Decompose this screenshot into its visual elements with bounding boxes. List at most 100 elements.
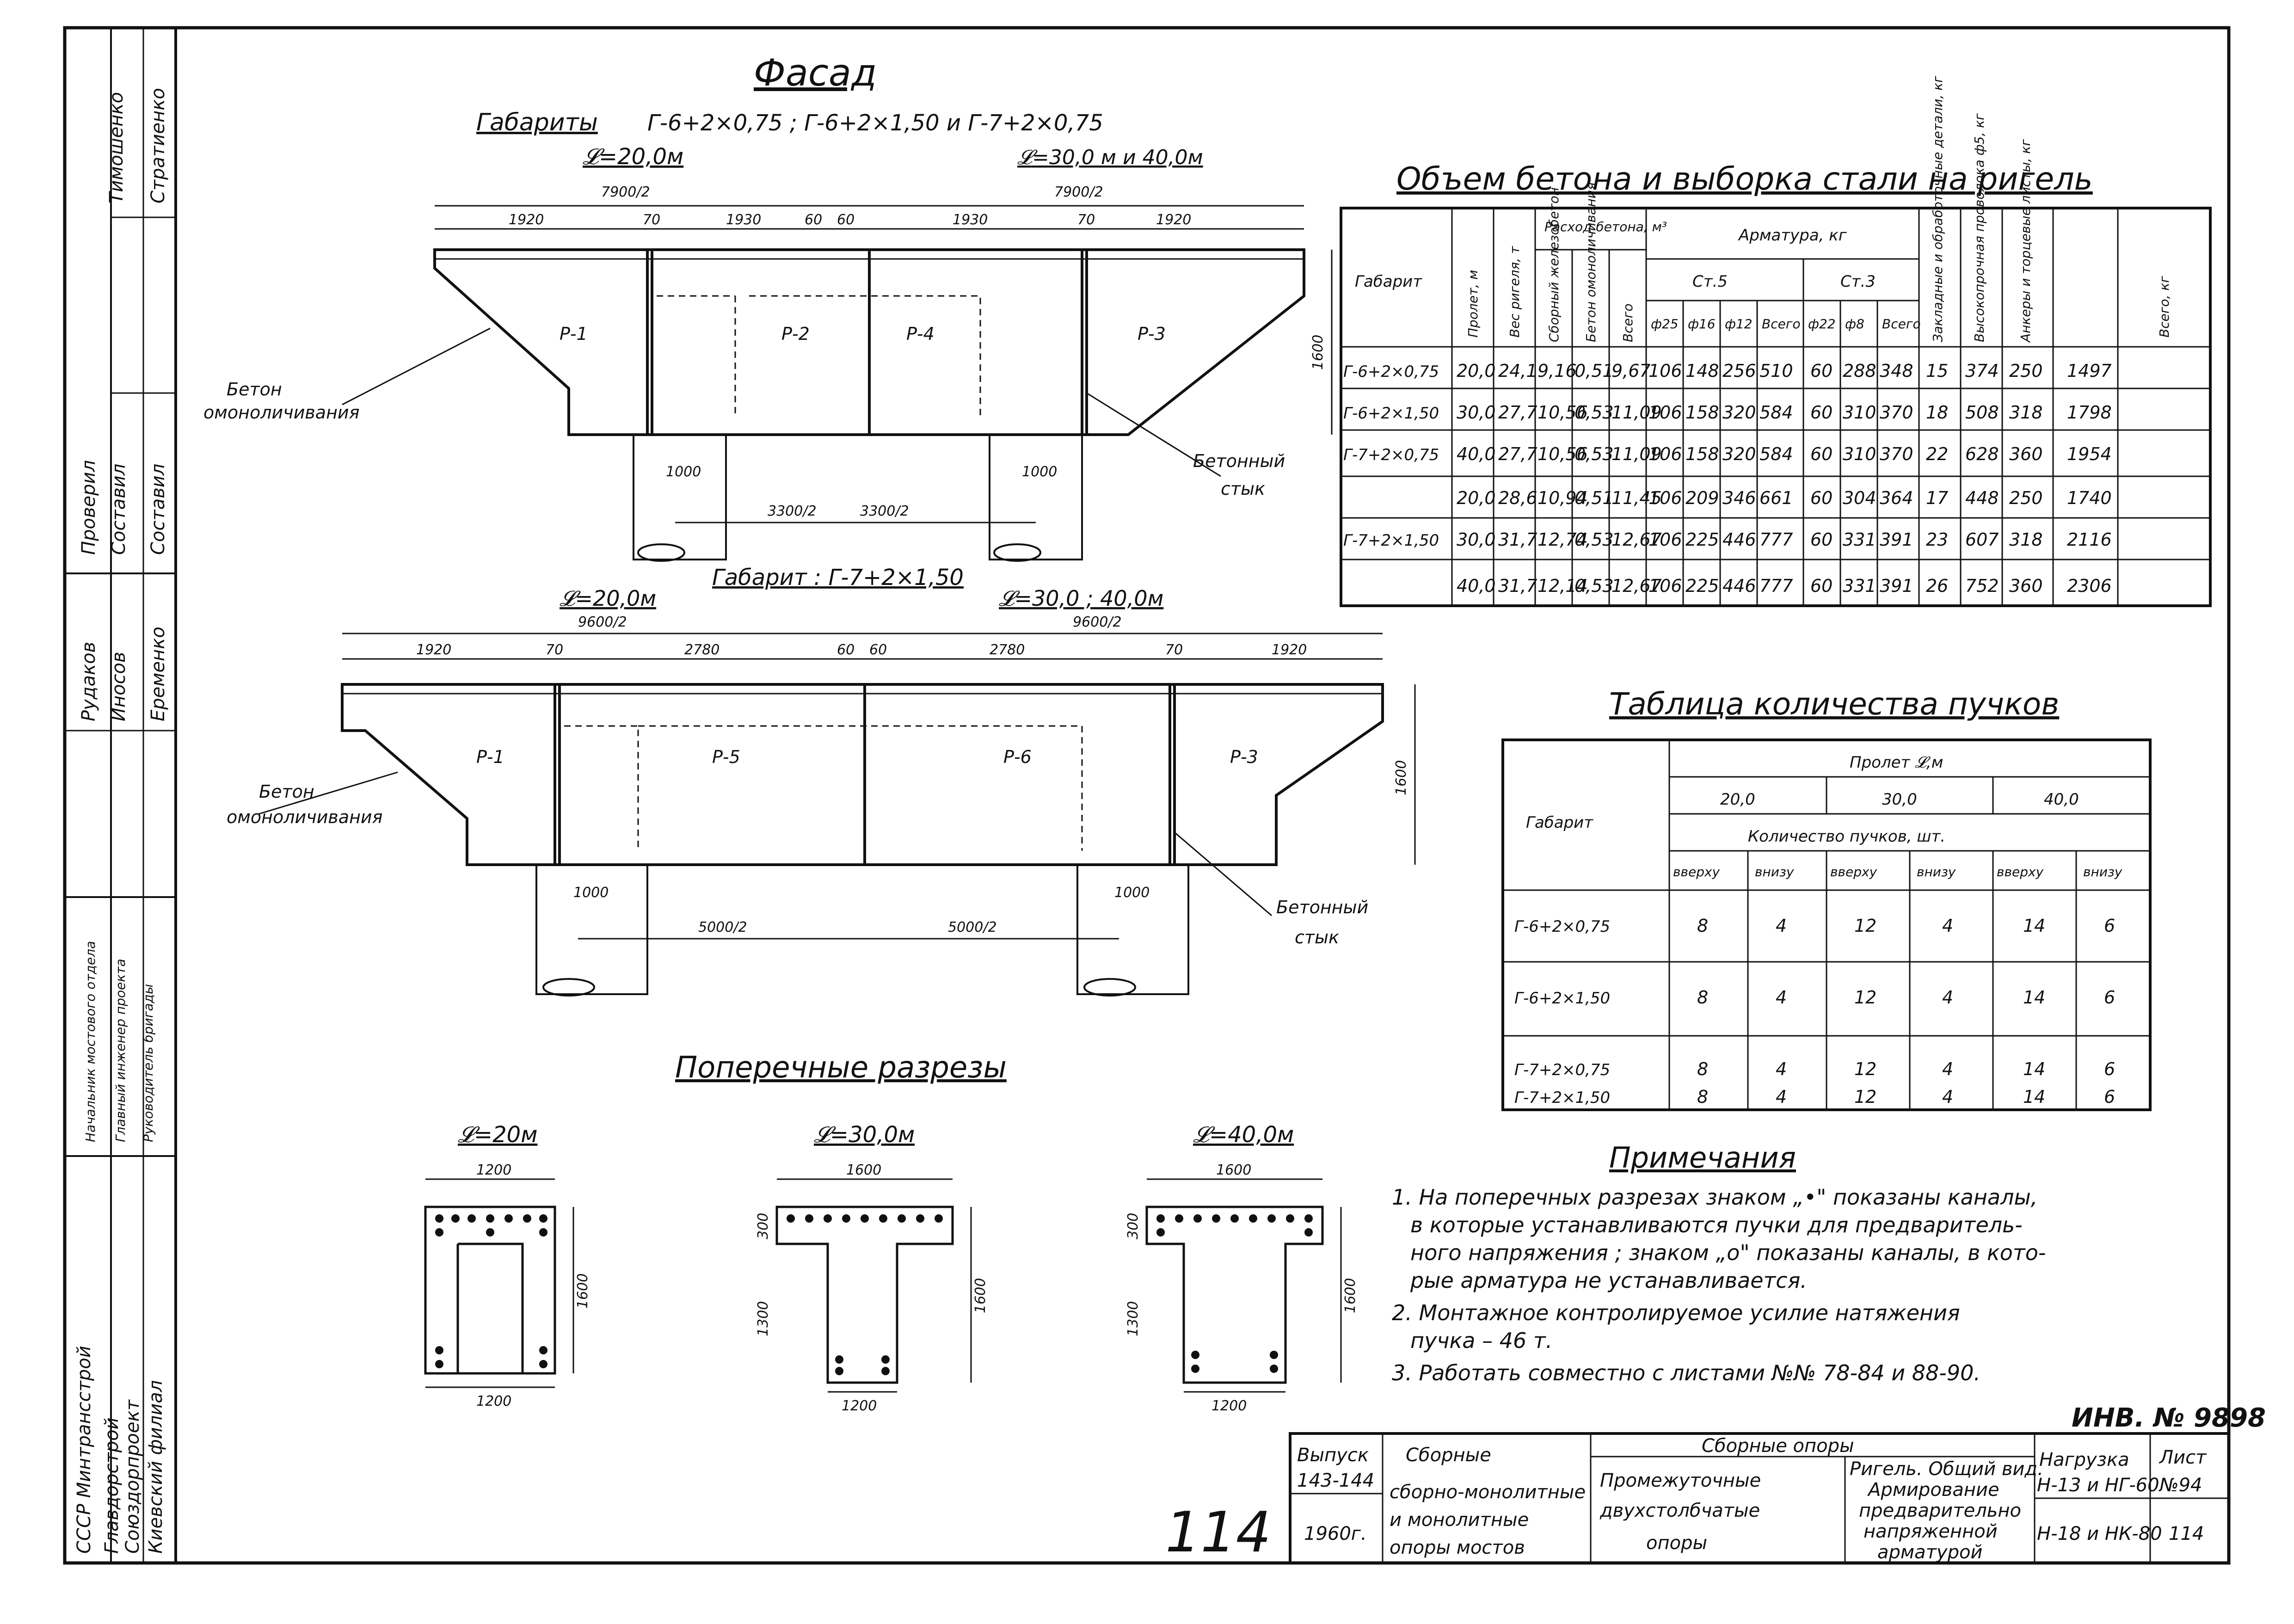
dim-row-5: 60 — [837, 212, 855, 228]
volume-table-cell: 1497 — [2067, 361, 2112, 381]
bundle-table-cell: 4 — [1776, 1059, 1787, 1079]
section-40: 𝓛=40,0м 1600 1600 1300 300 1200 — [1125, 1122, 1359, 1414]
volume-table-cell: 27,7 — [1498, 402, 1538, 423]
bundle-table-cell: 6 — [2104, 916, 2115, 936]
volume-table-cell: 250 — [2009, 488, 2043, 508]
volume-table-cell: 391 — [1880, 576, 1913, 596]
section-30: 𝓛=30,0м 1600 1600 1300 300 1200 — [755, 1122, 989, 1414]
bt-sub-2: внизу — [1755, 864, 1794, 880]
dim-row-6: 1930 — [953, 212, 988, 228]
vt-col-ves: Вес ригеля, т — [1507, 246, 1522, 338]
side-org-4: Киевский филиал — [145, 1380, 166, 1554]
sections-title: Поперечные разрезы — [675, 1051, 1007, 1085]
stamp-col4-2: Армирование — [1867, 1479, 1999, 1501]
volume-table-cell: 11,09 — [1611, 402, 1662, 423]
bundle-table-cell: 4 — [1776, 987, 1787, 1008]
volume-table-cell: 0,53 — [1574, 402, 1614, 423]
volume-table-cell: 225 — [1685, 576, 1719, 596]
volume-table-cell: 9,67 — [1611, 361, 1651, 381]
volume-table-cell: 348 — [1880, 361, 1913, 381]
section-channel-dots — [435, 1214, 1313, 1375]
bundle-table-cell: 4 — [1942, 916, 1953, 936]
volume-table-cell: 106 — [1648, 361, 1682, 381]
dim2-row-8: 1920 — [1272, 642, 1307, 658]
volume-table-cell: 15 — [1926, 361, 1948, 381]
volume-table-cell: 20,0 — [1457, 361, 1496, 381]
section-30-width-bottom: 1200 — [842, 1398, 877, 1414]
volume-table-cell: 584 — [1759, 402, 1793, 423]
volume-table-cell: 448 — [1965, 488, 1999, 508]
panel2-r1: Р-1 — [476, 747, 504, 767]
side-name-2: Стратиенко — [148, 88, 169, 203]
dim2-row-7: 70 — [1165, 642, 1183, 658]
vt-col-st3: Ст.3 — [1840, 272, 1876, 291]
stamp-vypusk: 143-144 — [1297, 1470, 1374, 1491]
stamp-nagruzka-label: Нагрузка — [2039, 1449, 2129, 1470]
volume-table-cell: 0,53 — [1574, 529, 1614, 550]
volume-table-cell: 60 — [1810, 529, 1833, 550]
vt-sub-4: Всего — [1762, 316, 1801, 332]
volume-table-cell: 446 — [1722, 529, 1756, 550]
volume-table-cell: 256 — [1722, 361, 1756, 381]
dim2-row-6: 2780 — [990, 642, 1025, 658]
span2-label-20: 𝓛=20,0м — [560, 586, 656, 611]
vt-col-gabarit: Габарит — [1355, 272, 1422, 291]
bundle-table-cell: 12 — [1854, 1087, 1876, 1107]
vt-col-extra-1: Закладные и обработочные детали, кг — [1930, 76, 1945, 342]
dim-row-3: 1930 — [726, 212, 761, 228]
beam-1-height-dim: 1600 — [1310, 335, 1326, 370]
bundle-table-cell: 14 — [2023, 987, 2045, 1008]
vt-col-extra-2: Высокопрочная проволока ф5, кг — [1972, 113, 1987, 342]
volume-table-cell: 628 — [1965, 444, 1999, 464]
dim-row-2: 70 — [643, 212, 660, 228]
bundle-table-cell: 4 — [1942, 987, 1953, 1008]
volume-table-cell: 1954 — [2067, 444, 2112, 464]
volume-table-cell: 106 — [1648, 402, 1682, 423]
vt-sub-1: ф25 — [1651, 316, 1679, 332]
base-2-left-dim: 5000/2 — [698, 919, 747, 935]
sheet-frame — [63, 26, 2231, 1565]
volume-table-cell: 10,56 — [1538, 444, 1588, 464]
side-role-1: Начальник мостового отдела — [83, 941, 98, 1142]
stamp-nagruzka-2: Н-18 и НК-80 — [2037, 1523, 2162, 1544]
section-40-label: 𝓛=40,0м — [1193, 1122, 1294, 1148]
volume-table-cell: 370 — [1880, 402, 1913, 423]
facade-2: Габарит : Г-7+2×1,50 𝓛=20,0м 𝓛=30,0 ; 40… — [227, 565, 1416, 997]
bundle-table-cell: 12 — [1854, 987, 1876, 1008]
bt-sub-5: вверху — [1997, 864, 2044, 880]
base-1-right-dim: 3300/2 — [860, 503, 909, 519]
volume-table-cell: 60 — [1810, 361, 1833, 381]
volume-table-cell: 310 — [1843, 444, 1876, 464]
side-org-3: Союздорпроект — [122, 1399, 143, 1554]
stamp-col2-3: опоры мостов — [1390, 1537, 1525, 1558]
volume-table-cell: 0,51 — [1574, 361, 1614, 381]
volume-table-cell: 250 — [2009, 361, 2043, 381]
bundle-table-cell: Г-6+2×0,75 — [1514, 917, 1610, 936]
volume-table-cell: 288 — [1843, 361, 1876, 381]
base-2-right-dim: 5000/2 — [948, 919, 997, 935]
dim-row-8: 1920 — [1156, 212, 1191, 228]
label-styk-2a: Бетонный — [1276, 897, 1368, 917]
volume-table-cell: 374 — [1965, 361, 1999, 381]
stamp-col4-1: Ригель. Общий вид. — [1850, 1458, 2043, 1480]
volume-table-cell: 26 — [1926, 576, 1948, 596]
facade-1: Фасад Габариты Г-6+2×0,75 ; Г-6+2×1,50 и… — [203, 51, 1333, 562]
bt-span-1: 20,0 — [1720, 790, 1755, 809]
bundle-table-cell: 14 — [2023, 1059, 2045, 1079]
bundle-table-cell: 8 — [1697, 987, 1708, 1008]
volume-table-cell: Г-6+2×1,50 — [1343, 404, 1439, 423]
label-styk-1a: Бетонный — [1193, 451, 1285, 471]
volume-table-cell: 346 — [1722, 488, 1756, 508]
column-1-right-dim: 1000 — [1022, 464, 1057, 480]
bundle-table-cell: 6 — [2104, 987, 2115, 1008]
label-beton-1b: омоноличивания — [203, 402, 359, 423]
vt-col-st5: Ст.5 — [1692, 272, 1728, 291]
label-beton-2b: омоноличивания — [227, 807, 382, 827]
side-block: СССР Минтрансстрой Главдорстрой Союздорп… — [74, 88, 169, 1554]
panel-r4: Р-4 — [906, 324, 935, 344]
column-1-left — [633, 434, 727, 560]
vt-col-prolet: Пролет, м — [1465, 270, 1481, 338]
